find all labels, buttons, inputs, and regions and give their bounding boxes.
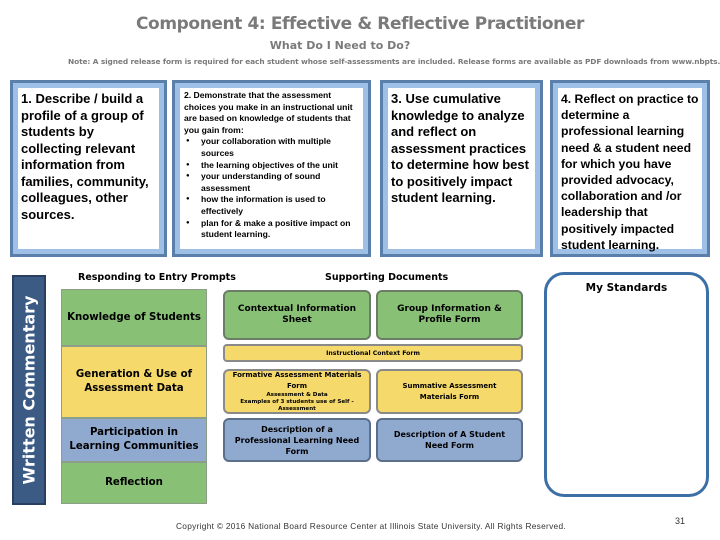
step-2-bullets: your collaboration with multiple sources…	[184, 136, 360, 240]
prompt-knowledge-of-students: Knowledge of Students	[61, 289, 207, 346]
student-need-form: Description of A Student Need Form	[376, 418, 523, 462]
page-subtitle: What Do I Need to Do?	[269, 39, 411, 52]
instructional-context-form: Instructional Context Form	[223, 344, 523, 362]
step-1-box: 1. Describe / build a profile of a group…	[10, 80, 167, 257]
release-note: Note: A signed release form is required …	[68, 57, 720, 66]
step-2-bullet: how the information is used to effective…	[184, 194, 360, 217]
professional-learning-need-form: Description of a Professional Learning N…	[223, 418, 371, 462]
step-2-bullet: your collaboration with multiple sources	[184, 136, 360, 159]
formative-assessment-form: Formative Assessment Materials Form Asse…	[223, 369, 371, 414]
written-commentary-bar: Written Commentary	[12, 275, 46, 505]
formative-line-3: Examples of 3 students use of Self - Ass…	[240, 399, 354, 412]
step-2-bullet: plan for & make a positive impact on stu…	[184, 218, 360, 241]
page-number: 31	[675, 516, 686, 526]
step-2-bullet: your understanding of sound assessment	[184, 171, 360, 194]
formative-title: Formative Assessment Materials Form	[232, 371, 362, 390]
written-commentary-label: Written Commentary	[19, 295, 39, 485]
step-4-text: 4. Reflect on practice to determine a pr…	[561, 92, 699, 252]
supporting-docs-heading: Supporting Documents	[325, 272, 449, 283]
prompt-learning-communities: Participation in Learning Communities	[61, 418, 207, 462]
prompt-assessment-data: Generation & Use of Assessment Data	[61, 346, 207, 418]
my-standards-box: My Standards	[544, 272, 709, 497]
step-3-text: 3. Use cumulative knowledge to analyze a…	[391, 91, 529, 205]
my-standards-title: My Standards	[585, 282, 668, 294]
step-3-box: 3. Use cumulative knowledge to analyze a…	[380, 80, 543, 257]
prompt-reflection: Reflection	[61, 462, 207, 504]
page-title: Component 4: Effective & Reflective Prac…	[135, 14, 584, 34]
entry-prompts-heading: Responding to Entry Prompts	[78, 272, 236, 283]
formative-line-2: Assessment & Data	[266, 392, 328, 398]
summative-assessment-form: Summative Assessment Materials Form	[376, 369, 523, 414]
step-1-text: 1. Describe / build a profile of a group…	[21, 91, 149, 222]
step-2-bullet: the learning objectives of the unit	[184, 160, 360, 172]
copyright-footer: Copyright © 2016 National Board Resource…	[176, 521, 566, 531]
group-profile-form: Group Information & Profile Form	[376, 290, 523, 340]
step-2-intro: 2. Demonstrate that the assessment choic…	[184, 90, 353, 135]
contextual-info-sheet: Contextual Information Sheet	[223, 290, 371, 340]
step-2-box: 2. Demonstrate that the assessment choic…	[172, 80, 371, 257]
step-4-box: 4. Reflect on practice to determine a pr…	[550, 80, 710, 257]
